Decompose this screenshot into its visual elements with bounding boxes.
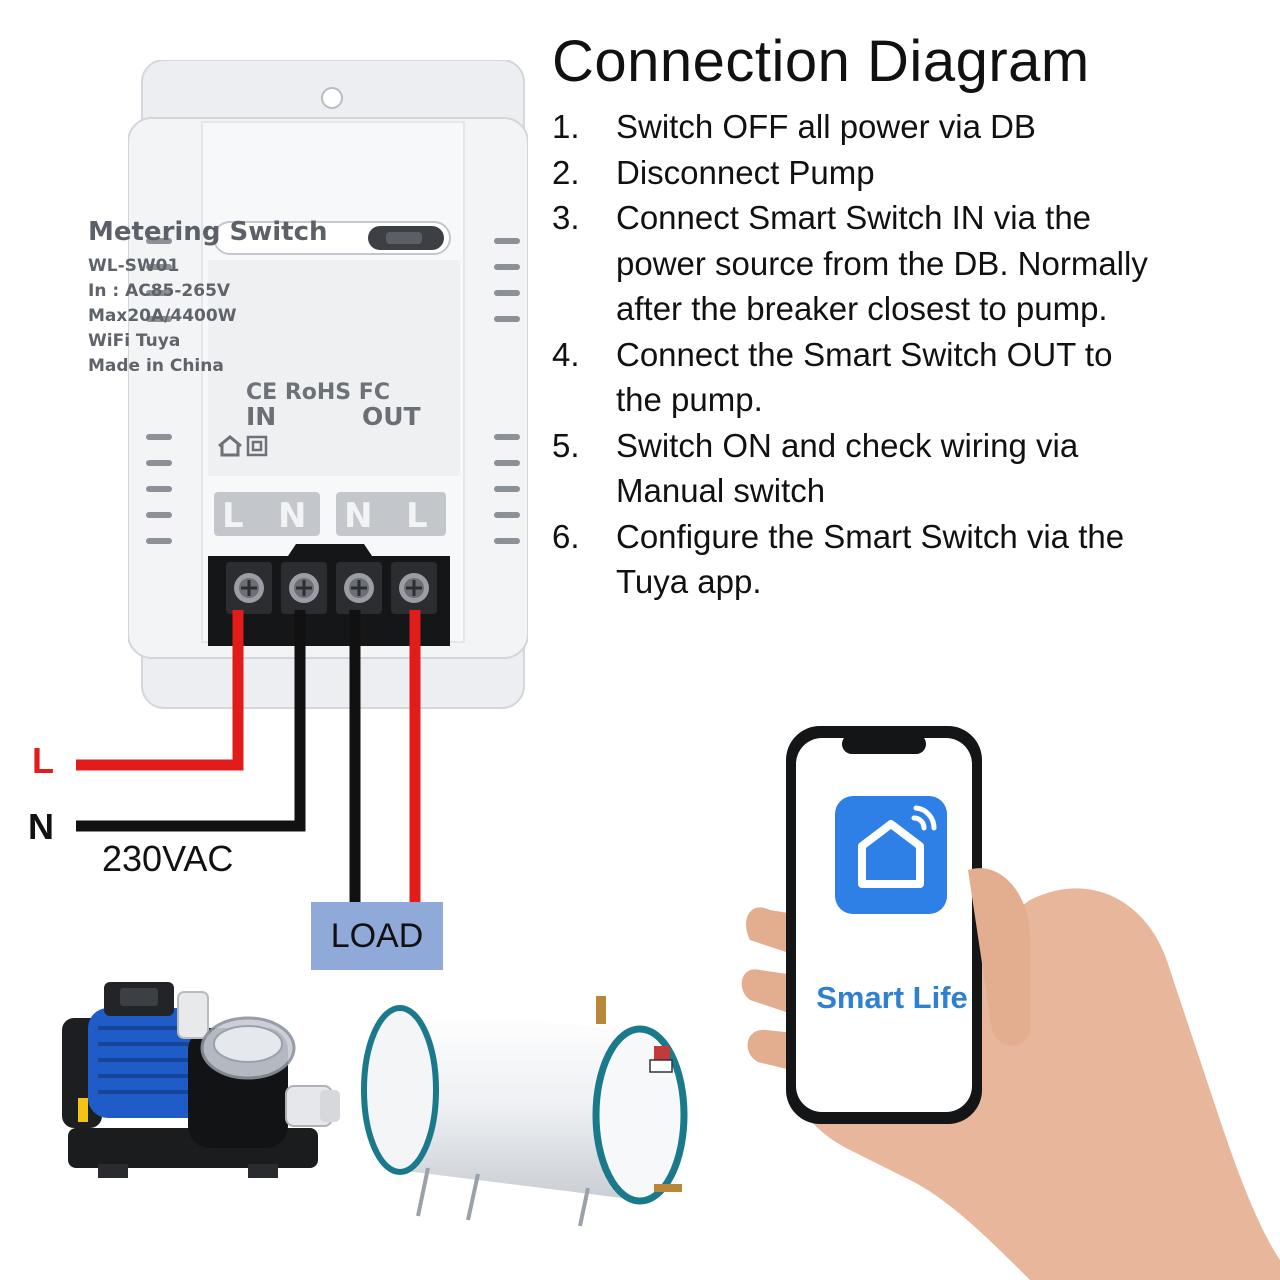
- step-text: Switch ON and check wiring via Manual sw…: [616, 426, 1079, 510]
- voltage-label: 230VAC: [102, 838, 234, 879]
- double-insulation-icon: [246, 435, 268, 457]
- smart-life-app-name: Smart Life: [816, 980, 968, 1015]
- device-spec: WL-SW01: [88, 256, 180, 276]
- steps-list: 1. Switch OFF all power via DB 2. Discon…: [552, 104, 1252, 605]
- pool-pump-image: [62, 982, 340, 1178]
- terminal-label: L: [222, 496, 244, 536]
- step-text: Connect the Smart Switch OUT to the pump…: [616, 335, 1113, 419]
- step-text: Connect Smart Switch IN via the power so…: [616, 199, 1148, 327]
- step-item: 2. Disconnect Pump: [552, 150, 1252, 196]
- device-name: Metering Switch: [88, 217, 328, 247]
- step-item: 5. Switch ON and check wiring via Manual…: [552, 423, 1252, 514]
- step-item: 1. Switch OFF all power via DB: [552, 104, 1252, 150]
- step-item: 6. Configure the Smart Switch via the Tu…: [552, 514, 1252, 605]
- step-number: 2.: [552, 153, 580, 191]
- device-spec: Made in China: [88, 356, 224, 376]
- hand-holding-phone: [741, 726, 1280, 1280]
- home-icon: [218, 435, 242, 457]
- step-text: Configure the Smart Switch via the Tuya …: [616, 517, 1125, 601]
- in-label: IN: [246, 402, 277, 431]
- step-item: 4. Connect the Smart Switch OUT to the p…: [552, 332, 1252, 423]
- terminal-label: N: [278, 496, 307, 536]
- terminal-label: L: [406, 496, 428, 536]
- step-number: 5.: [552, 426, 580, 464]
- water-heater-image: [361, 996, 688, 1227]
- step-number: 4.: [552, 335, 580, 373]
- neutral-wire-in: [76, 610, 306, 832]
- device-spec: In : AC85-265V: [88, 281, 231, 301]
- step-number: 3.: [552, 199, 580, 236]
- terminal-label: N: [344, 496, 373, 536]
- step-number: 6.: [552, 517, 580, 555]
- step-text: Disconnect Pump: [616, 153, 875, 191]
- diagram-title: Connection Diagram: [552, 29, 1090, 94]
- line-label: L: [32, 740, 54, 781]
- device-spec: Max20A/4400W: [88, 306, 237, 326]
- step-item: 3. Connect Smart Switch IN via the power…: [552, 195, 1252, 332]
- metering-switch-device: [128, 60, 528, 709]
- device-spec: WiFi Tuya: [88, 331, 181, 351]
- neutral-label: N: [28, 806, 54, 847]
- certification-marks: CE RoHS FC: [246, 380, 390, 405]
- out-label: OUT: [362, 402, 421, 431]
- step-number: 1.: [552, 108, 580, 145]
- step-text: Switch OFF all power via DB: [616, 108, 1036, 145]
- load-box: LOAD: [311, 902, 443, 970]
- line-wire-in: [76, 610, 244, 771]
